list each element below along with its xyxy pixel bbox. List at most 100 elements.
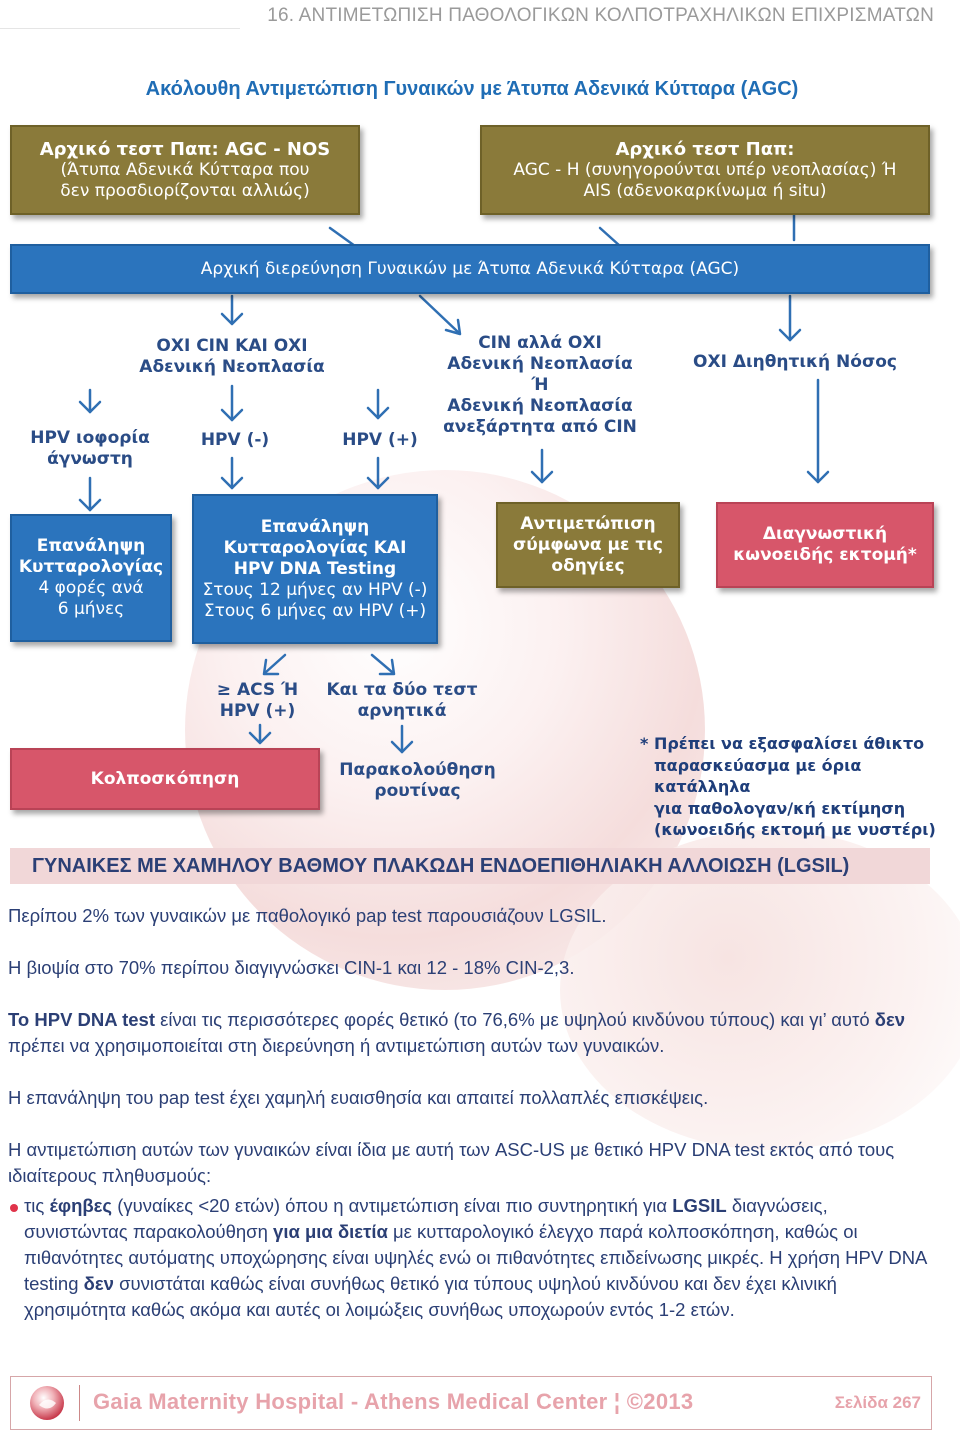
label-acs-line2: HPV (+) <box>219 701 296 721</box>
label-hpv-neg: HPV (-) <box>180 430 290 451</box>
box-cone-line1: Διαγνωστική <box>762 524 888 544</box>
bullet-text-0: τις <box>24 1195 50 1216</box>
header-rule <box>0 28 240 29</box>
box-agc-nos-line3: δεν προσδιορίζονται αλλιώς) <box>60 180 310 201</box>
footnote-line4: (κωνοειδής εκτομή με νυστέρι) <box>654 820 936 839</box>
box-repeat-cytology-4: Επανάληψη Κυτταρολογίας 4 φορές ανά 6 μή… <box>10 514 172 642</box>
box-treat-line1: Αντιμετώπιση <box>520 513 656 534</box>
label-hpv-unknown: HPV ιοφορία άγνωστη <box>20 428 160 470</box>
label-both-neg-line1: Και τα δύο τεστ <box>326 680 478 700</box>
bullet-bold-2: LGSIL <box>672 1195 727 1216</box>
bullet-dot <box>10 1204 18 1212</box>
box-repeat4-line1: Επανάληψη <box>36 536 146 556</box>
arrow-to-both-neg-head <box>378 658 396 676</box>
arrow-to-hpv-neg-head <box>220 408 244 422</box>
label-no-invasive: ΟΧΙ Διηθητική Νόσος <box>680 352 910 373</box>
footer-divider <box>79 1385 80 1421</box>
section-heading-band: ΓΥΝΑΙΚΕΣ ΜΕ ΧΑΜΗΛΟΥ ΒΑΘΜΟΥ ΠΛΑΚΩΔΗ ΕΝΔΟΕ… <box>10 848 930 884</box>
box-treat-line2: σύμφωνα με τις <box>513 534 663 555</box>
label-cin-line1: CIN αλλά ΟΧΙ <box>478 333 602 353</box>
box-repeat-hpv-line1: Επανάληψη <box>260 516 370 537</box>
box-initial-investigation: Αρχική διερεύνηση Γυναικών με Άτυπα Αδεν… <box>10 244 930 294</box>
arrow-to-cin <box>418 294 460 334</box>
label-cin-line2: Αδενική Νεοπλασία <box>447 354 633 374</box>
footnote-line1: * Πρέπει να εξασφαλίσει άθικτο <box>640 734 925 753</box>
label-cin-but: CIN αλλά ΟΧΙ Αδενική Νεοπλασία Ή Αδενική… <box>420 333 660 438</box>
section-heading: ΓΥΝΑΙΚΕΣ ΜΕ ΧΑΜΗΛΟΥ ΒΑΘΜΟΥ ΠΛΑΚΩΔΗ ΕΝΔΟΕ… <box>32 855 850 877</box>
footer-brand: Gaia Maternity Hospital - Athens Medical… <box>93 1389 694 1414</box>
footnote: * Πρέπει να εξασφαλίσει άθικτο παρασκεύα… <box>640 733 950 841</box>
paragraph-5: Η αντιμετώπιση αυτών των γυναικών είναι … <box>8 1139 895 1186</box>
box-agc-h-line2: AGC - H (συνηγορούνται υπέρ νεοπλασίας) … <box>513 159 897 180</box>
arrow-to-acs-head <box>262 658 280 676</box>
flowchart-title: Ακόλουθη Αντιμετώπιση Γυναικών με Άτυπα … <box>145 78 799 100</box>
arrow-to-colposcopy-head <box>248 731 272 745</box>
bullet-text-3: με κυτταρολογικό έλεγχο παρά κολποσκόπησ… <box>24 1221 927 1294</box>
box-treat-line3: οδηγίες <box>551 555 625 576</box>
page-header: 16. ΑΝΤΙΜΕΤΩΠΙΣΗ ΠΑΘΟΛΟΓΙΚΩΝ ΚΟΛΠΟΤΡΑΧΗΛ… <box>0 0 960 34</box>
paragraph-3-bold-1: Το HPV DNA test <box>8 1009 155 1030</box>
box-diagnostic-cone: Διαγνωστική κωνοειδής εκτομή* <box>716 502 934 588</box>
box-colposcopy: Κολποσκόπηση <box>10 748 320 810</box>
paragraph-1: Περίπου 2% των γυναικών με παθολογικό pa… <box>8 905 607 926</box>
box-initial-text: Αρχική διερεύνηση Γυναικών με Άτυπα Αδεν… <box>200 258 740 279</box>
box-repeat-cytology-hpv: Επανάληψη Κυτταρολογίας ΚΑΙ HPV DNA Test… <box>192 494 438 644</box>
label-acs-line1: ≥ ACS Ή <box>216 680 299 700</box>
bullet-text-1: (γυναίκες <20 ετών) όπου η αντιμετώπιση … <box>112 1195 673 1216</box>
label-hpv-pos-text: HPV (+) <box>342 430 418 450</box>
page-footer: Gaia Maternity Hospital - Athens Medical… <box>10 1376 932 1430</box>
label-hpv-neg-text: HPV (-) <box>200 430 270 450</box>
label-both-neg-line2: αρνητικά <box>357 701 447 721</box>
paragraph-3-bold-2: δεν <box>874 1009 906 1030</box>
box-cone-line2: κωνοειδής εκτομή* <box>733 545 917 565</box>
page-number: Σελίδα 267 <box>834 1393 921 1412</box>
box-repeat4-line3: 4 φορές ανά <box>38 578 144 598</box>
box-colposcopy-text: Κολποσκόπηση <box>90 768 240 789</box>
bullet-text-2: διαγνώσεις, συνιστώντας παρακολούθηση <box>24 1195 828 1242</box>
arrow-to-hpv-pos-head <box>366 406 390 420</box>
footnote-line3: για παθολογαν/κή εκτίμηση <box>654 798 906 818</box>
arrow-to-followup-head <box>390 740 414 754</box>
arrow-agch-initial-2 <box>598 226 622 248</box>
label-no-invasive-text: ΟΧΙ Διηθητική Νόσος <box>693 352 897 372</box>
arrow-to-repeat-hpv-head <box>220 476 244 490</box>
label-no-cin: ΟΧΙ CIN ΚΑΙ ΟΧΙ Αδενική Νεοπλασία <box>120 336 344 378</box>
label-followup-line2: ρουτίνας <box>374 781 461 801</box>
flow-arrows <box>78 213 830 754</box>
label-followup-line1: Παρακολούθηση <box>339 760 496 780</box>
arrow-hpv-pos-down-head <box>366 476 390 490</box>
box-agc-nos-line2: (Άτυπα Αδενικά Κύτταρα που <box>60 159 310 180</box>
arrow-to-cone-head <box>806 470 830 484</box>
arrow-to-acs <box>264 653 287 674</box>
arrow-to-cin-head <box>444 318 462 336</box>
footnote-line2: παρασκεύασμα με όρια κατάλληλα <box>654 755 862 797</box>
box-treat-guidelines: Αντιμετώπιση σύμφωνα με τις οδηγίες <box>496 502 680 588</box>
label-acs-hpv: ≥ ACS Ή HPV (+) <box>195 680 320 722</box>
arrow-to-nocin-head <box>220 312 244 326</box>
paragraph-3: Το HPV DNA test είναι τις περισσότερες φ… <box>8 1007 938 1059</box>
label-no-cin-line1: ΟΧΙ CIN ΚΑΙ ΟΧΙ <box>156 336 308 356</box>
arrow-to-treat-head <box>530 470 554 484</box>
arrow-nos-initial <box>328 226 357 248</box>
box-agc-h: Αρχικό τεστ Παπ: AGC - H (συνηγορούνται … <box>480 125 930 215</box>
label-hpv-pos: HPV (+) <box>325 430 435 451</box>
arrow-to-noinv-head <box>778 328 802 342</box>
box-repeat-hpv-line2: Κυτταρολογίας ΚΑΙ <box>223 537 407 558</box>
box-agc-nos: Αρχικό τεστ Παπ: AGC - NOS (Άτυπα Αδενικ… <box>10 125 360 215</box>
bullet-text-4: συνιστάται καθώς είναι συνήθως θετικό γι… <box>24 1273 837 1320</box>
hospital-logo-icon <box>30 1386 64 1420</box>
paragraph-3-text-1: είναι τις περισσότερες φορές θετικό (το … <box>154 1009 875 1030</box>
arrow-to-hpv-unknown-head <box>78 400 102 414</box>
label-cin-line4: Αδενική Νεοπλασία <box>447 396 633 416</box>
box-repeat4-line2: Κυτταρολογίας <box>18 557 164 577</box>
paragraph-2: Η βιοψία στο 70% περίπου διαγιγνώσκει CI… <box>8 957 575 978</box>
label-hpv-unknown-line2: άγνωστη <box>47 449 133 469</box>
label-both-negative: Και τα δύο τεστ αρνητικά <box>322 680 482 722</box>
paragraph-4: Η επανάληψη του pap test έχει χαμηλή ευα… <box>8 1087 709 1108</box>
box-repeat-hpv-line5: Στους 6 μήνες αν HPV (+) <box>203 600 427 621</box>
label-no-cin-line2: Αδενική Νεοπλασία <box>139 357 325 377</box>
paragraph-3-text-2: πρέπει να χρησιμοποιείται στη διερεύνηση… <box>8 1035 665 1056</box>
label-cin-line5: ανεξάρτητα από CIN <box>443 417 637 437</box>
arrow-to-both-neg <box>370 653 394 674</box>
bullet-bold-1: έφηβες <box>49 1195 113 1216</box>
